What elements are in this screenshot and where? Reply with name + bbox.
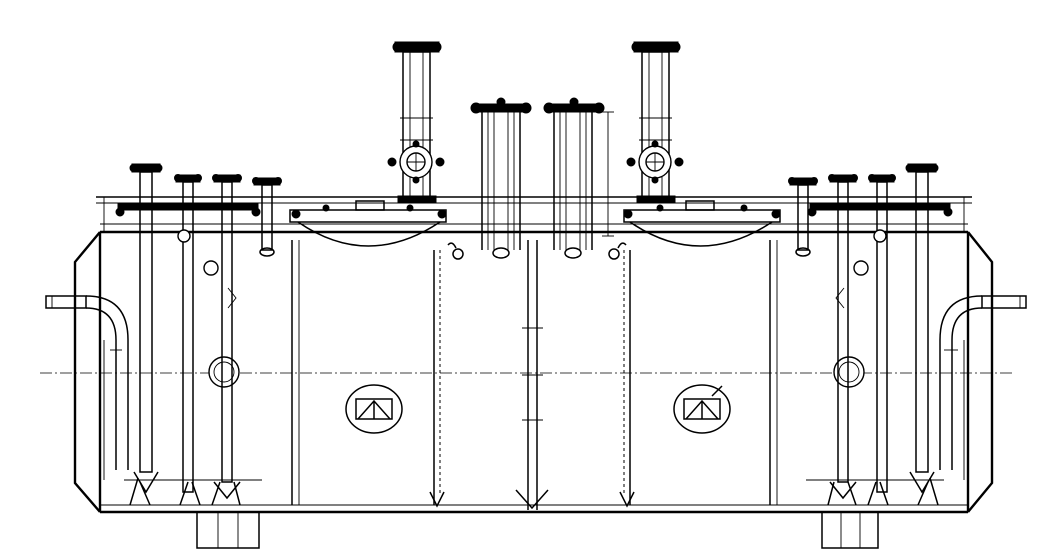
dip-pipes-left (116, 164, 282, 505)
sight-glass-left (209, 357, 239, 387)
right-inlet-elbow (940, 296, 1026, 480)
manway-right (624, 201, 780, 246)
nameplate-symbol-left (346, 385, 402, 433)
right-head (968, 232, 992, 512)
vent-pipe-right (627, 42, 683, 202)
right-saddle-support (822, 512, 878, 548)
dip-pipes-right (789, 164, 953, 505)
centre-partition-baffle (516, 240, 548, 510)
left-inlet-elbow (46, 296, 128, 480)
sight-glass-right (834, 357, 864, 387)
nameplate-symbol-right (674, 385, 730, 433)
centre-nozzle-pipes (448, 98, 626, 259)
weir-plates (292, 240, 777, 506)
left-saddle-support (197, 512, 259, 548)
manway-left (290, 201, 446, 246)
left-head (75, 232, 100, 512)
vent-pipe-left (388, 42, 444, 202)
